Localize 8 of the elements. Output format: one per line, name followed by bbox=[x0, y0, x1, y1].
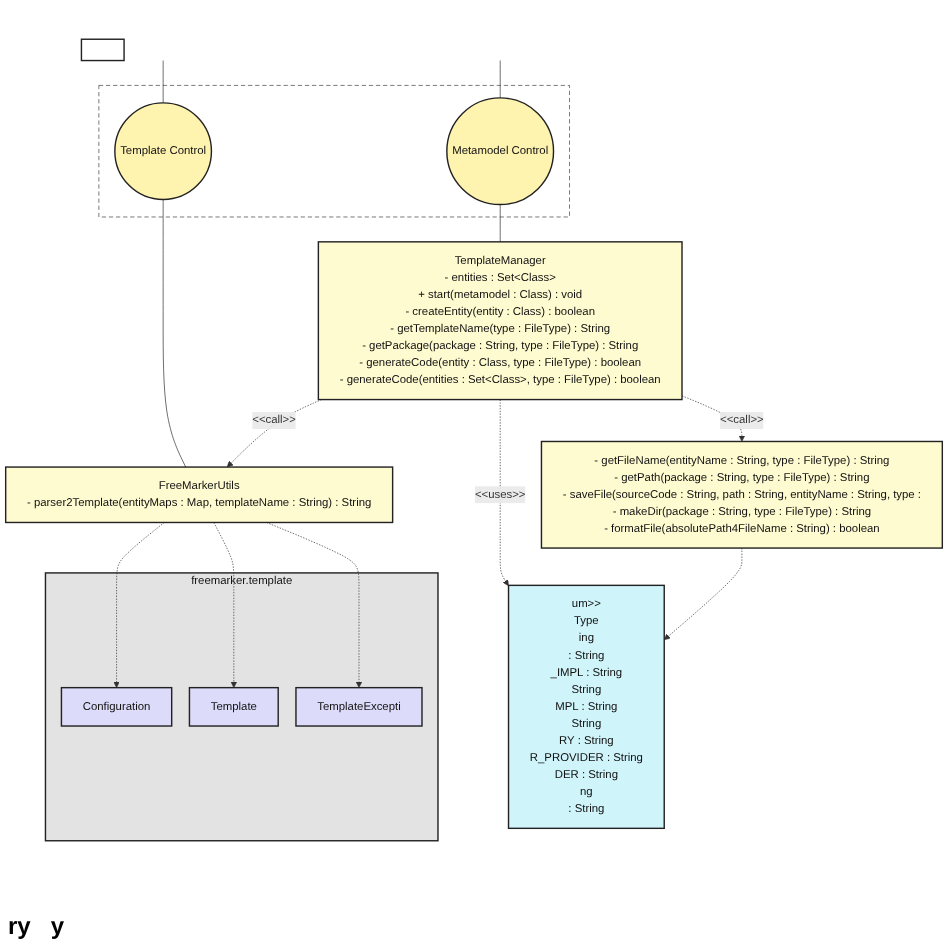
connector bbox=[499, 204, 501, 243]
connector bbox=[162, 60, 164, 104]
connector bbox=[499, 60, 501, 99]
node-box bbox=[80, 38, 125, 62]
connector bbox=[162, 199, 187, 468]
cluster bbox=[98, 85, 570, 218]
cut-off-text: y bbox=[50, 912, 65, 940]
cut-off-text: ry bbox=[8, 912, 31, 940]
